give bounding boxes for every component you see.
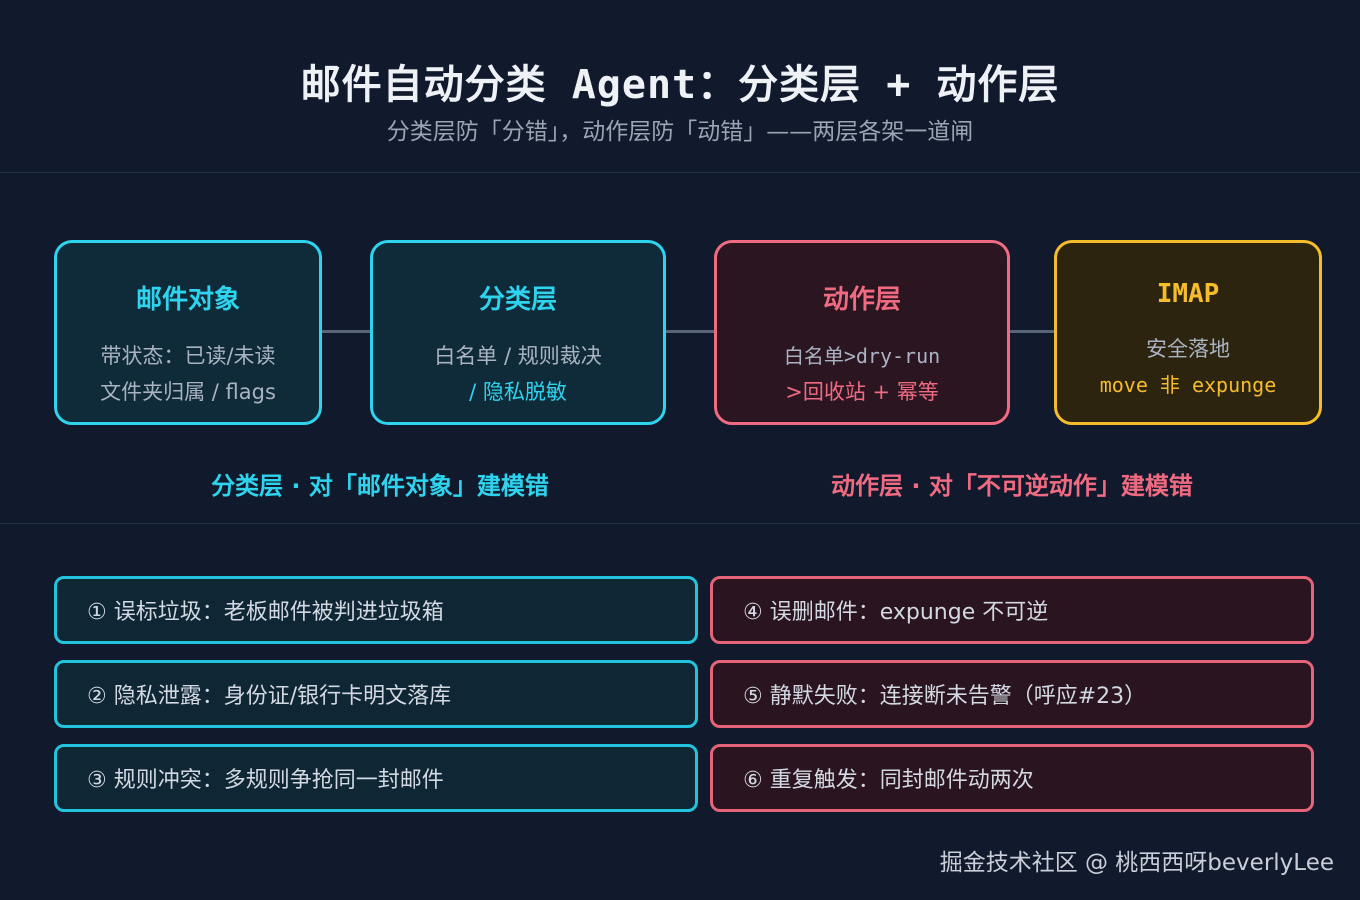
- connector-3: [1008, 330, 1056, 333]
- node-line: 白名单>dry-run: [783, 344, 941, 368]
- section-label-action: 动作层 · 对「不可逆动作」建模错: [831, 472, 1193, 500]
- page-title: 邮件自动分类 Agent：分类层 + 动作层: [300, 62, 1060, 108]
- card-privacy-leak: ② 隐私泄露：身份证/银行卡明文落库: [54, 660, 698, 728]
- card-misclassify-spam: ① 误标垃圾：老板邮件被判进垃圾箱: [54, 576, 698, 644]
- header-divider: [0, 172, 1360, 173]
- section-label-classification: 分类层 · 对「邮件对象」建模错: [211, 472, 549, 500]
- section-divider: [0, 523, 1360, 524]
- node-line: 安全落地: [1146, 337, 1230, 361]
- card-rule-conflict: ③ 规则冲突：多规则争抢同一封邮件: [54, 744, 698, 812]
- node-title: IMAP: [1156, 279, 1220, 309]
- node-line: 白名单 / 规则裁决: [434, 344, 602, 368]
- node-line: move 非 expunge: [1099, 373, 1277, 397]
- connector-1: [320, 330, 370, 333]
- connector-2: [664, 330, 714, 333]
- page-subtitle: 分类层防「分错」，动作层防「动错」——两层各架一道闸: [386, 119, 974, 145]
- node-line: >回收站 + 幂等: [785, 380, 939, 404]
- node-line: 带状态：已读/未读: [100, 344, 276, 368]
- node-action-layer: 动作层 白名单>dry-run >回收站 + 幂等: [714, 240, 1010, 425]
- card-duplicate-trigger: ⑥ 重复触发：同封邮件动两次: [710, 744, 1314, 812]
- card-silent-failure: ⑤ 静默失败：连接断未告警（呼应#23）: [710, 660, 1314, 728]
- node-imap: IMAP 安全落地 move 非 expunge: [1054, 240, 1322, 425]
- node-classification-layer: 分类层 白名单 / 规则裁决 / 隐私脱敏: [370, 240, 666, 425]
- card-mistaken-delete: ④ 误删邮件：expunge 不可逆: [710, 576, 1314, 644]
- node-title: 分类层: [478, 285, 557, 315]
- watermark: 掘金技术社区 @ 桃西西呀beverlyLee: [939, 850, 1334, 876]
- node-title: 动作层: [822, 285, 901, 315]
- node-title: 邮件对象: [135, 285, 240, 315]
- node-mail-object: 邮件对象 带状态：已读/未读 文件夹归属 / flags: [54, 240, 322, 425]
- node-line: / 隐私脱敏: [469, 380, 567, 404]
- node-line: 文件夹归属 / flags: [100, 380, 276, 404]
